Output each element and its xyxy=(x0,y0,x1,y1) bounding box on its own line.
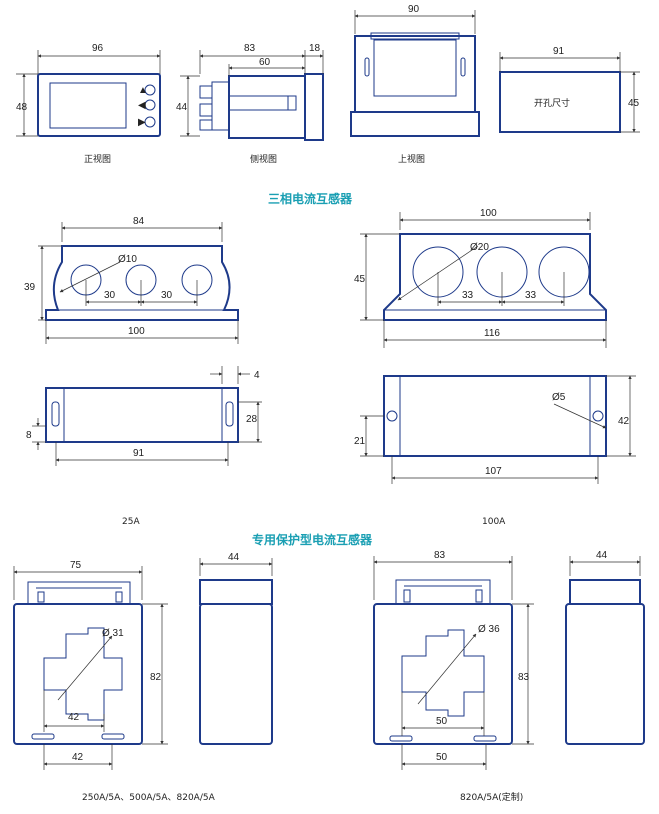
front-height-dim: 48 xyxy=(16,102,28,113)
front-width-dim: 96 xyxy=(92,43,104,54)
ct100-height-dim: 45 xyxy=(354,274,366,285)
ct25-base-width-dim: 100 xyxy=(128,326,145,337)
protective-ct-large-front: 83 Ø 36 83 50 50 xyxy=(373,550,534,770)
ct25-height-dim: 39 xyxy=(24,282,36,293)
ct100-pitch-1: 33 xyxy=(462,290,474,301)
large-width-dim: 83 xyxy=(434,550,446,561)
small-slot-pitch-dim: 42 xyxy=(72,752,84,763)
ct100-front-view: 100 Ø20 45 33 33 116 xyxy=(354,208,607,348)
ct25-slot-offset-dim: 8 xyxy=(26,430,32,441)
ct100-hole-offset-dim: 21 xyxy=(354,436,366,447)
ct100-hole-diameter: Ø20 xyxy=(470,242,489,253)
ct25-pitch-2: 30 xyxy=(161,290,173,301)
protective-ct-small-front: 75 Ø 31 82 42 42 xyxy=(13,560,168,770)
ct25-top-width-dim: 84 xyxy=(133,216,145,227)
large-slot-pitch-dim: 50 xyxy=(436,752,448,763)
top-width-dim: 90 xyxy=(408,4,420,15)
small-width-dim: 75 xyxy=(70,560,82,571)
panel-cutout: 91 45 开孔尺寸 xyxy=(499,46,640,133)
protective-ct-small-side: 44 xyxy=(199,552,273,745)
ct25-side-length-dim: 91 xyxy=(133,448,145,459)
ct100-caption: 100A xyxy=(482,517,506,527)
ct100-mount-hole-dim: Ø5 xyxy=(552,392,566,403)
meter-top-view: 90 上视图 xyxy=(350,4,480,165)
small-depth-dim: 44 xyxy=(228,552,240,563)
svg-text:▲: ▲ xyxy=(138,85,148,96)
side-body-dim: 60 xyxy=(259,57,271,68)
ct25-hole-diameter: Ø10 xyxy=(118,254,137,265)
ct100-base-width-dim: 116 xyxy=(484,328,500,339)
cutout-width-dim: 91 xyxy=(553,46,565,57)
top-view-caption: 上视图 xyxy=(398,153,425,165)
side-bezel-dim: 18 xyxy=(309,43,321,54)
large-window-diameter: Ø 36 xyxy=(478,624,500,635)
svg-text:▶: ▶ xyxy=(138,117,146,128)
protective-ct-large-side: 44 xyxy=(565,550,645,745)
front-view-caption: 正视图 xyxy=(84,153,111,165)
small-window-diameter: Ø 31 xyxy=(102,628,124,639)
small-window-width-dim: 42 xyxy=(68,712,80,723)
meter-front-view: ▲ ◀ ▶ 96 48 正视图 xyxy=(16,43,161,165)
small-height-dim: 82 xyxy=(150,672,162,683)
large-height-dim: 83 xyxy=(518,672,530,683)
ct100-top-view: Ø5 42 21 107 xyxy=(354,375,636,484)
ct100-top-width-dim: 100 xyxy=(480,208,497,219)
svg-text:◀: ◀ xyxy=(138,100,146,111)
ct100-pitch-2: 33 xyxy=(525,290,537,301)
side-view-caption: 侧视图 xyxy=(250,153,277,165)
side-height-dim: 44 xyxy=(176,102,188,113)
protective-heading: 专用保护型电流互感器 xyxy=(252,532,373,547)
ct25-side-height-dim: 28 xyxy=(246,414,258,425)
large-caption: 820A/5A(定制) xyxy=(460,791,523,803)
ct100-side-height-dim: 42 xyxy=(618,416,630,427)
ct25-pitch-1: 30 xyxy=(104,290,116,301)
cutout-height-dim: 45 xyxy=(628,98,640,109)
meter-side-view: 83 18 60 44 侧视图 xyxy=(176,43,324,165)
small-caption: 250A/5A、500A/5A、820A/5A xyxy=(82,793,216,803)
ct25-side-slot-dim: 4 xyxy=(254,370,260,381)
large-window-width-dim: 50 xyxy=(436,716,448,727)
ct100-side-length-dim: 107 xyxy=(485,466,502,477)
side-depth-dim: 83 xyxy=(244,43,256,54)
ct25-top-view: 4 28 8 91 xyxy=(26,366,262,466)
large-depth-dim: 44 xyxy=(596,550,608,561)
ct25-caption: 25A xyxy=(122,517,140,527)
three-phase-heading: 三相电流互感器 xyxy=(268,191,353,206)
cutout-label: 开孔尺寸 xyxy=(534,97,570,109)
ct25-front-view: 84 Ø10 39 30 30 100 xyxy=(24,216,239,344)
